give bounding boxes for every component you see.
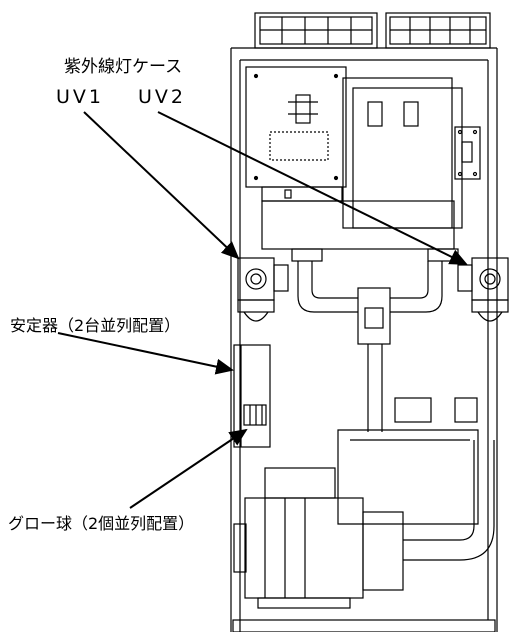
cabinet-frame: [230, 47, 498, 633]
top-fan-right: [385, 12, 491, 49]
lamp-manifold: [261, 200, 459, 262]
arrow-uv2: [157, 111, 468, 265]
motor-pump: [233, 440, 495, 609]
leader-arrows: [57, 111, 468, 509]
arrow-uv1: [83, 111, 240, 260]
top-fan-left: [254, 12, 378, 49]
uv1-lamp-case: [237, 257, 289, 322]
uv2-lamp-case: [457, 257, 509, 322]
ballast-label: 安定器（2台並列配置）: [10, 316, 181, 335]
glow-lamp-label: グロー球（2個並列配置）: [8, 514, 195, 533]
arrow-ballast: [57, 332, 234, 375]
water-tank: [337, 397, 479, 525]
piping: [297, 261, 443, 432]
control-panel-right: [342, 77, 481, 229]
uv-lamp-case-label: 紫外線灯ケース: [64, 57, 183, 77]
uv2-label: UV2: [138, 86, 186, 108]
arrow-glow: [129, 428, 248, 509]
uv1-label: UV1: [56, 86, 104, 108]
control-panel-left: [245, 66, 347, 202]
